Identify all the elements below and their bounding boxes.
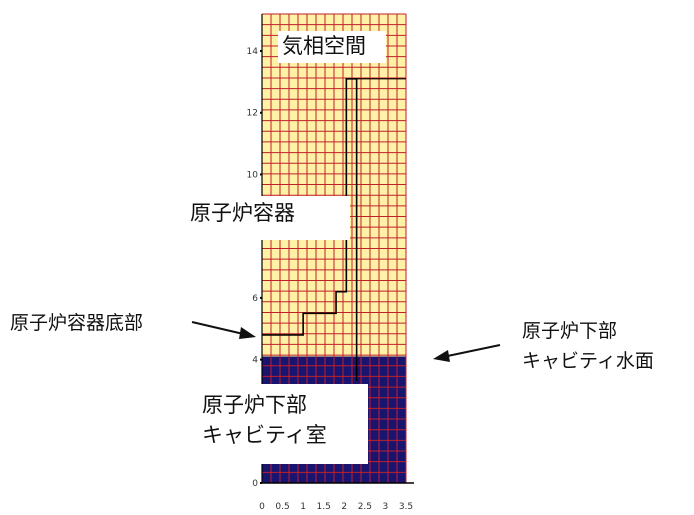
x-tick-label: 0.5 — [275, 502, 289, 512]
x-tick-label: 2 — [341, 502, 347, 512]
x-tick-label: 2.5 — [358, 502, 372, 512]
lower-cavity-room-line1: 原子炉下部 — [202, 393, 307, 417]
water-surface-line2: キャビティ水面 — [522, 350, 654, 372]
water-surface-label: 原子炉下部 キャビティ水面 — [522, 316, 654, 376]
x-axis-ticks: 0 0.5 1 1.5 2 2.5 3 3.5 — [259, 502, 413, 512]
y-tick-label: 4 — [252, 356, 258, 366]
x-tick-label: 3.5 — [399, 502, 413, 512]
y-tick-mark — [260, 50, 262, 53]
vessel-wall-line — [262, 77, 358, 382]
vessel-outline — [262, 77, 406, 382]
y-tick-mark — [260, 296, 262, 299]
y-tick-label: 6 — [252, 294, 258, 304]
y-tick-mark — [260, 482, 262, 484]
y-tick-label: 12 — [247, 109, 258, 119]
vessel-bottom-label: 原子炉容器底部 — [10, 312, 144, 334]
x-tick-label: 1 — [300, 502, 306, 512]
x-tick-label: 3 — [383, 502, 389, 512]
y-tick-label: 0 — [252, 479, 258, 489]
y-tick-mark — [260, 358, 262, 361]
x-tick-label: 0 — [259, 502, 265, 512]
gas-space-label: 気相空間 — [278, 31, 386, 63]
callout-arrows — [191, 321, 501, 362]
water-surface-line1: 原子炉下部 — [522, 320, 618, 342]
reactor-vessel-label: 原子炉容器 — [184, 196, 350, 240]
vessel-bottom-arrowhead — [239, 327, 256, 339]
lower-cavity-room-line2: キャビティ室 — [202, 423, 327, 447]
y-tick-mark — [260, 173, 262, 176]
y-tick-label: 14 — [247, 47, 259, 57]
x-tick-label: 1.5 — [317, 502, 331, 512]
y-tick-label: 10 — [247, 170, 259, 180]
y-tick-mark — [260, 111, 262, 114]
water-surface-arrowhead — [433, 350, 450, 362]
lower-cavity-room-label: 原子炉下部 キャビティ室 — [196, 384, 368, 464]
